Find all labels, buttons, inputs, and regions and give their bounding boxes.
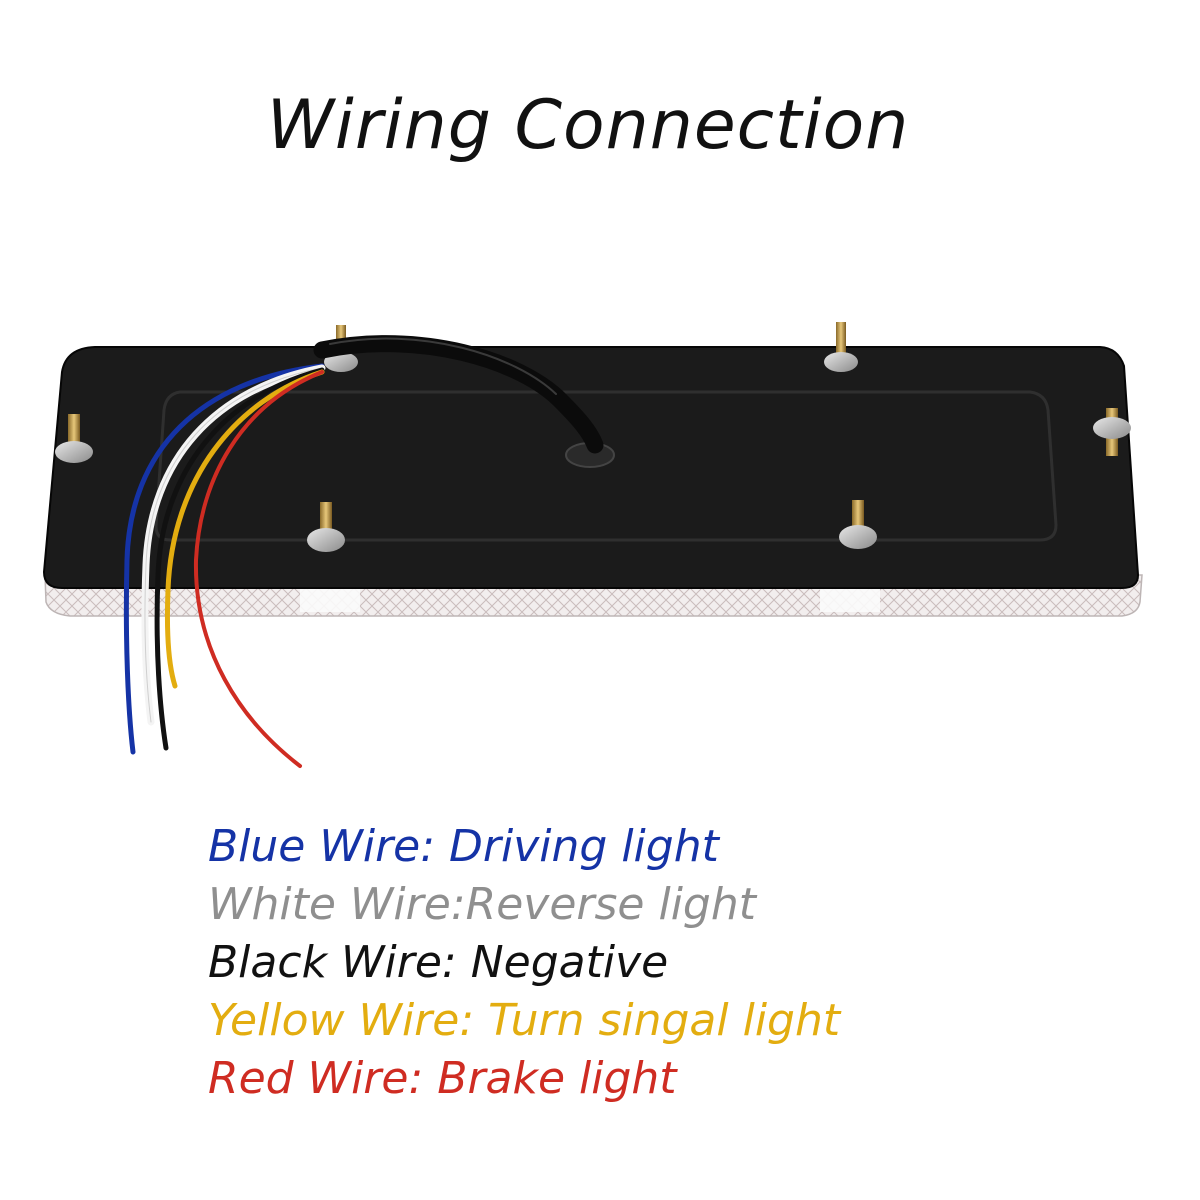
yellow-wire [164, 369, 325, 689]
mounting-stud [55, 414, 93, 463]
legend-white-wire: White Wire:Reverse light [208, 879, 756, 930]
page-title: Wiring Connection [266, 86, 910, 165]
mounting-stud [839, 500, 877, 549]
mounting-stud [824, 322, 858, 372]
tail-light-illustration [42, 322, 1143, 768]
red-wire [193, 370, 324, 768]
housing-recess [154, 390, 1058, 542]
wire-bundle [123, 363, 326, 768]
black-wire [154, 367, 325, 751]
mounting-stud [1093, 408, 1131, 456]
blue-wire [123, 363, 325, 755]
mounting-stud [307, 502, 345, 552]
cable-sheath [313, 335, 604, 454]
legend-blue-wire: Blue Wire: Driving light [208, 821, 719, 872]
wire-legend: Blue Wire: Driving light White Wire:Reve… [208, 818, 840, 1108]
legend-black-wire: Black Wire: Negative [208, 937, 669, 988]
legend-red-wire: Red Wire: Brake light [208, 1053, 677, 1104]
legend-yellow-wire: Yellow Wire: Turn singal light [208, 995, 841, 1046]
